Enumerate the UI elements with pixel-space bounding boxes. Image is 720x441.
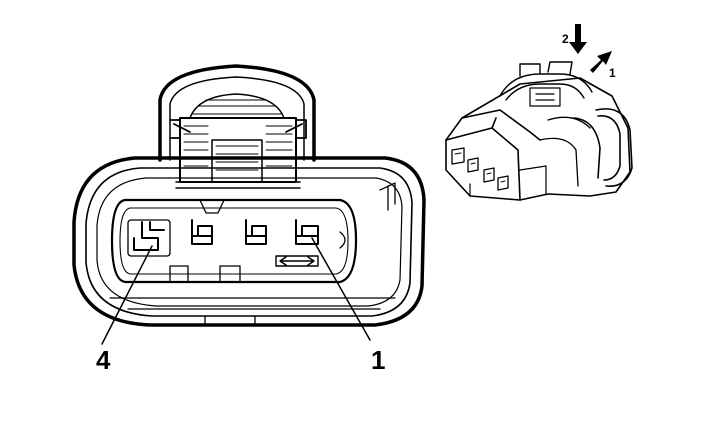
housing-inner-outline	[85, 167, 413, 317]
terminal-cavity-4	[127, 219, 171, 257]
cavity-face-inner	[119, 207, 349, 275]
leader-line-pin-4	[101, 245, 153, 345]
housing-lower-ledge	[109, 297, 396, 310]
iso-lower-edge	[469, 165, 547, 197]
pin-label-4: 4	[96, 345, 111, 375]
connector-face-view: 4 1	[72, 64, 426, 375]
iso-latch-top	[499, 61, 593, 101]
press-down-arrow-icon	[569, 24, 587, 54]
terminal-cavity-3	[191, 219, 213, 245]
cavity-3-terminal	[191, 219, 213, 245]
latch-dome-outer	[158, 64, 316, 162]
slide-arrow-icon	[590, 51, 612, 73]
leader-line-pin-1	[311, 237, 371, 341]
iso-pin-marks	[454, 152, 506, 183]
key-notch	[199, 199, 225, 214]
iso-housing	[445, 77, 631, 201]
cavity-face-outline	[110, 198, 358, 284]
terminal-cavity-2	[245, 219, 267, 245]
latch-right-clip	[285, 119, 307, 139]
cavity-2-terminal	[245, 219, 267, 245]
latch-left-clip	[169, 119, 191, 139]
latch-dome-arc	[189, 93, 285, 119]
iso-front-face	[445, 109, 541, 201]
cavity-1-terminal	[295, 219, 319, 245]
iso-latch-detail	[529, 87, 561, 107]
polarization-key	[339, 231, 346, 249]
latch-base	[175, 181, 301, 189]
iso-rear-flange	[573, 108, 633, 187]
latch-dome-inner	[169, 76, 305, 161]
iso-pin-slots	[451, 147, 509, 191]
housing-outer-outline	[72, 156, 426, 327]
locking-slots	[169, 265, 241, 283]
step-label-1: 1	[609, 66, 616, 80]
housing-rim	[96, 177, 403, 307]
cavity-4-terminal	[133, 221, 165, 251]
iso-body-curve	[539, 116, 591, 187]
housing-right-step	[379, 182, 396, 211]
pin-label-1: 1	[371, 345, 385, 375]
latch-arc-ribs	[192, 99, 282, 115]
latch-hatching	[183, 125, 293, 171]
connector-iso-view: 2 1	[445, 24, 633, 201]
cavity-4-frame	[127, 219, 171, 257]
double-arrow-icon	[275, 255, 319, 267]
step-label-2: 2	[562, 32, 569, 46]
housing-bottom-tab	[204, 315, 256, 325]
terminal-cavity-1	[295, 219, 319, 245]
